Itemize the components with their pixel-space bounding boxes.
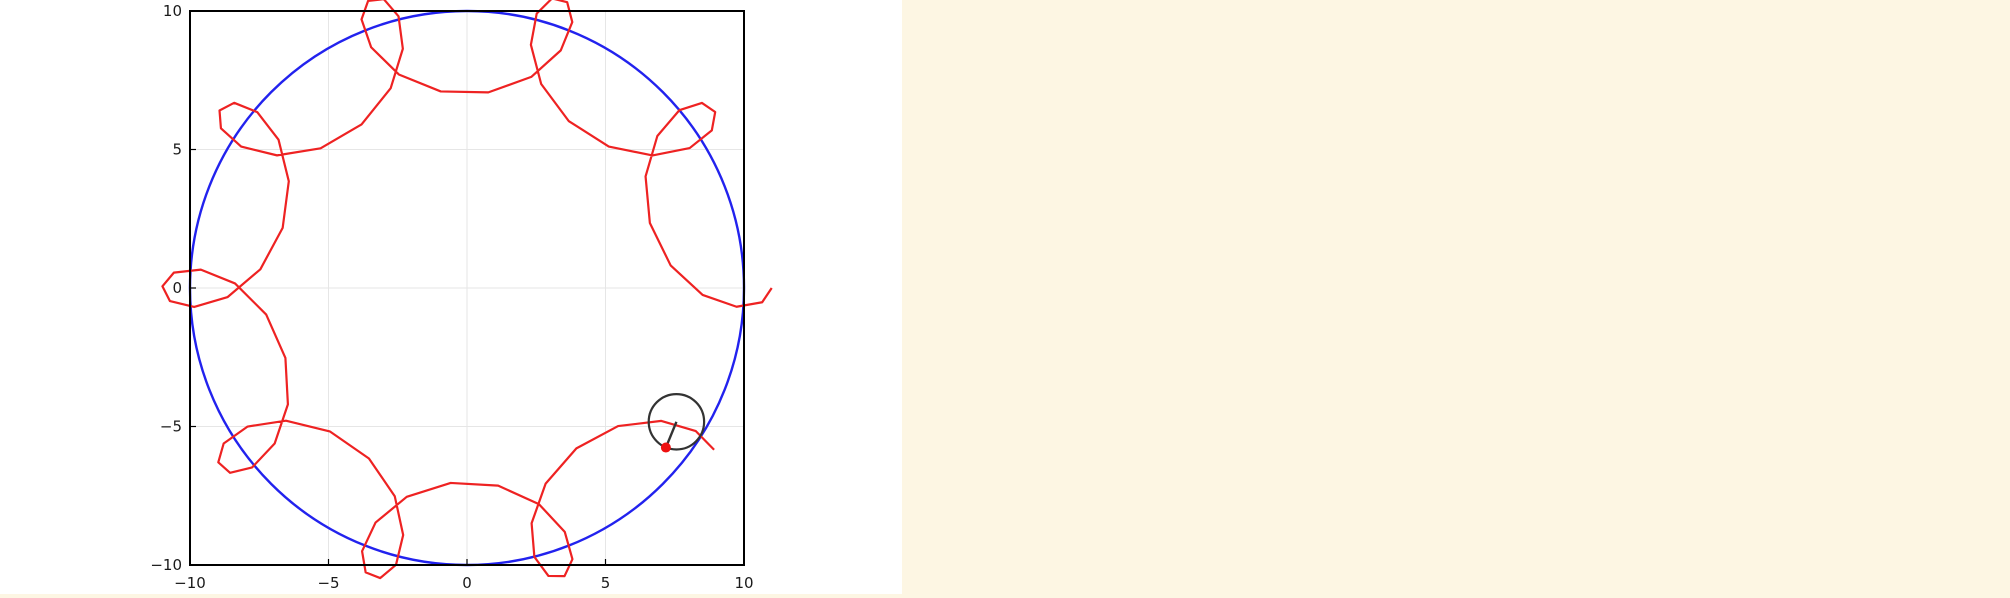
plot-panel: −10 −5 0 5 10 −10 −5 0 5 10	[0, 0, 902, 598]
hypotrochoid-trace	[161, 0, 773, 580]
y-tick-label: 10	[163, 2, 182, 20]
rolling-circle	[647, 392, 706, 451]
y-tick-label: 5	[172, 141, 182, 159]
x-tick-label: 5	[601, 574, 611, 592]
x-tick-label: −5	[317, 574, 339, 592]
y-tick-label: −5	[160, 418, 182, 436]
x-tick-label: −10	[174, 574, 206, 592]
bottom-strip	[0, 594, 2010, 598]
x-tick-label: 10	[734, 574, 753, 592]
y-tick-label: 0	[172, 279, 182, 297]
x-tick-label: 0	[462, 574, 472, 592]
side-panel	[902, 0, 2010, 598]
grid-lines	[189, 10, 745, 566]
y-tick-label: −10	[150, 556, 182, 574]
tracing-point	[660, 442, 671, 453]
tick-layer: −10 −5 0 5 10 −10 −5 0 5 10	[150, 2, 753, 592]
hypotrochoid-chart: −10 −5 0 5 10 −10 −5 0 5 10	[150, 0, 773, 592]
